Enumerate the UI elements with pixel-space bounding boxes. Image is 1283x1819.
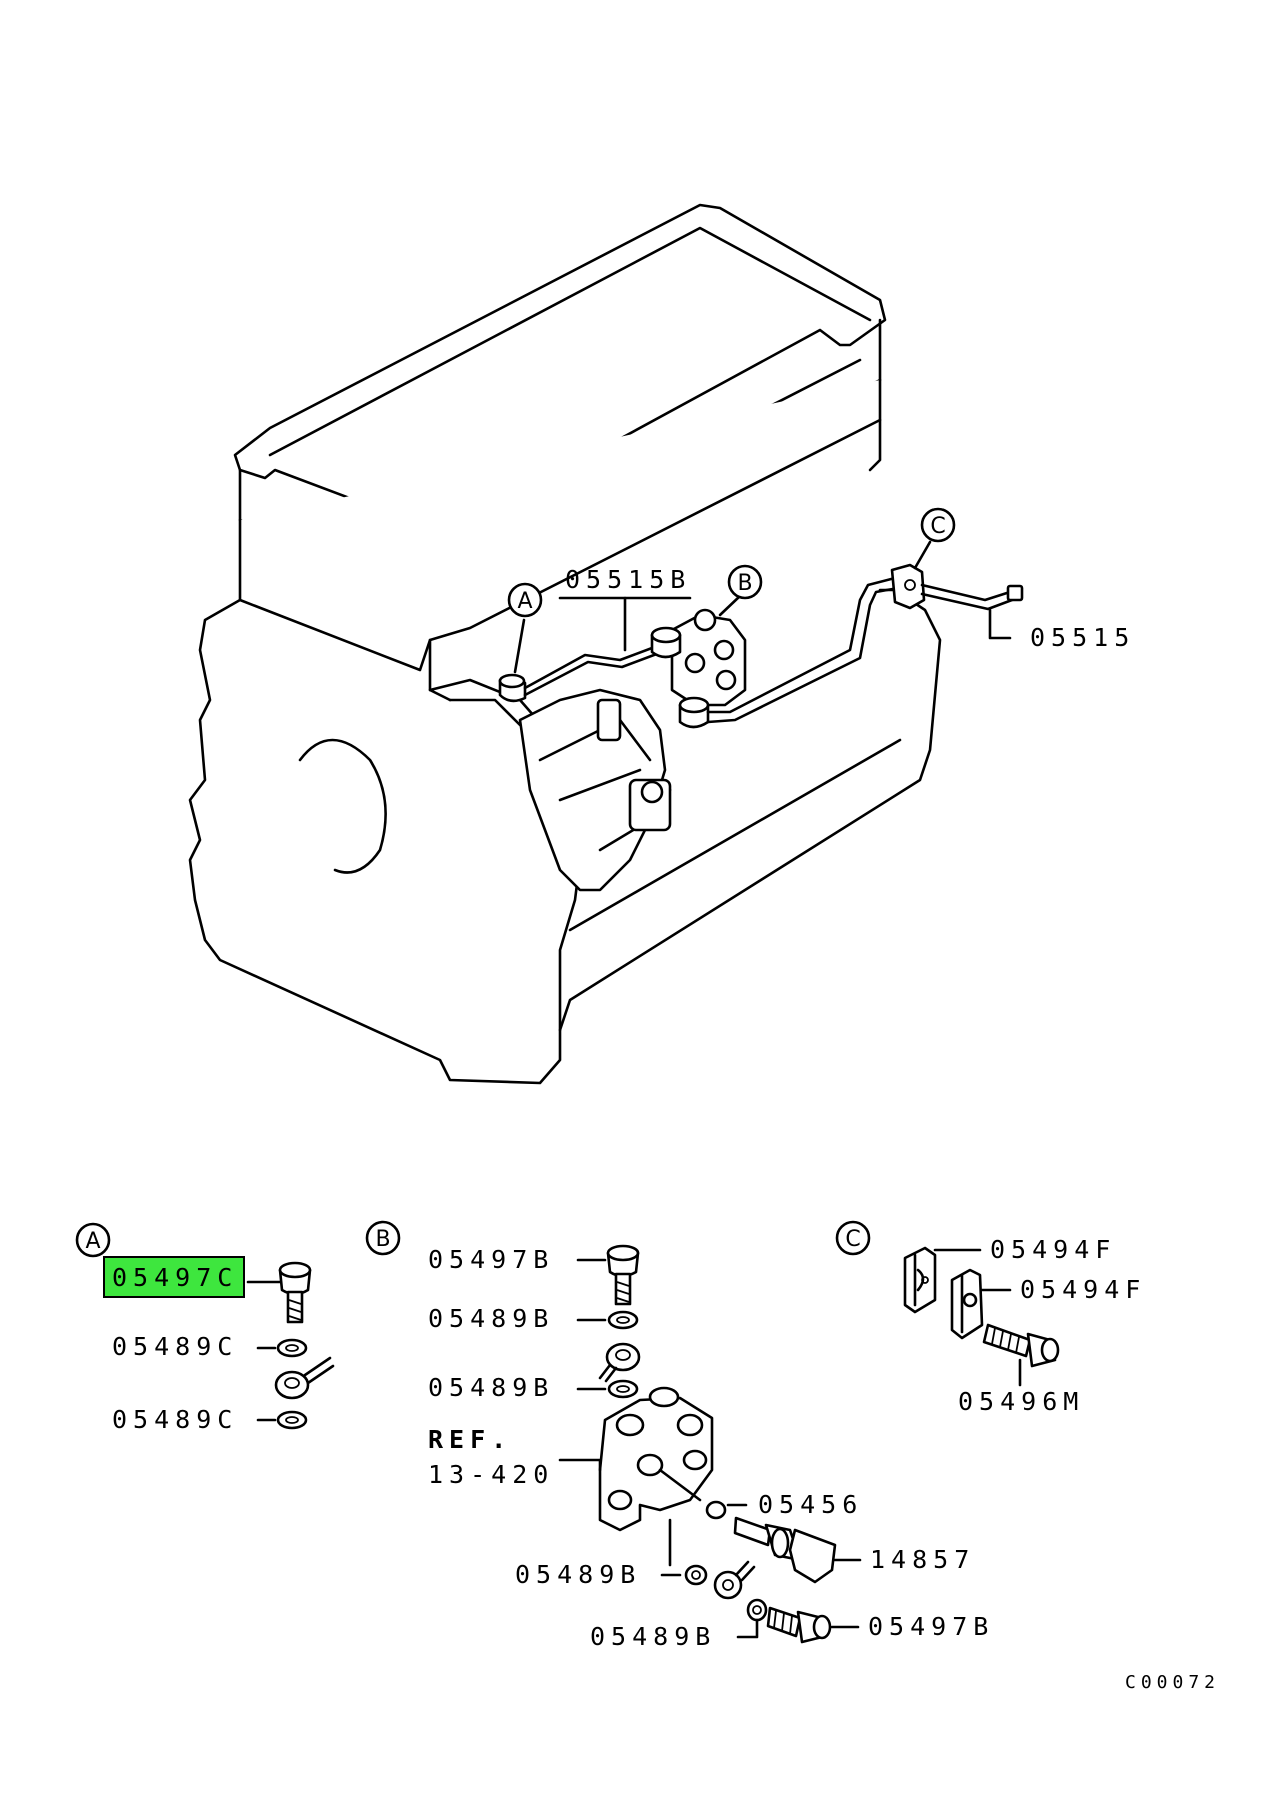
detail-a: A 05497C 05489C 05489C bbox=[75, 1222, 335, 1434]
figure-code: C00072 bbox=[1125, 1672, 1220, 1693]
ref-label: REF. bbox=[428, 1425, 512, 1454]
ref-number[interactable]: 13-420 bbox=[428, 1460, 554, 1489]
label-05497b-bottom[interactable]: 05497B bbox=[868, 1612, 994, 1641]
label-05489b-4[interactable]: 05489B bbox=[590, 1622, 716, 1651]
label-05489c-bottom[interactable]: 05489C bbox=[112, 1405, 238, 1434]
detail-c-callout: C bbox=[845, 1227, 860, 1252]
label-05489b-3[interactable]: 05489B bbox=[515, 1560, 641, 1589]
label-05515: 05515 bbox=[1030, 623, 1135, 652]
callout-c-label: C bbox=[930, 514, 945, 539]
callout-a-label: A bbox=[517, 589, 532, 614]
label-05497b-top[interactable]: 05497B bbox=[428, 1245, 554, 1274]
detail-a-callout: A bbox=[85, 1229, 100, 1254]
label-05494f-2[interactable]: 05494F bbox=[1020, 1275, 1146, 1304]
label-05497c[interactable]: 05497C bbox=[112, 1263, 238, 1292]
label-14857[interactable]: 14857 bbox=[870, 1545, 975, 1574]
detail-b-callout: B bbox=[375, 1227, 390, 1252]
label-05456[interactable]: 05456 bbox=[758, 1490, 863, 1519]
label-05489b-2[interactable]: 05489B bbox=[428, 1373, 554, 1402]
label-05489b-1[interactable]: 05489B bbox=[428, 1304, 554, 1333]
label-05494f-1[interactable]: 05494F bbox=[990, 1235, 1116, 1264]
label-05489c-top[interactable]: 05489C bbox=[112, 1332, 238, 1361]
callout-b-label: B bbox=[737, 571, 752, 596]
label-05496m[interactable]: 05496M bbox=[958, 1387, 1084, 1416]
detail-b: B 05497B 05489B 05489B REF. 13 bbox=[365, 1220, 994, 1651]
engine-illustration: A B 05515B C 05515 bbox=[188, 203, 1135, 1085]
label-05515b: 05515B bbox=[565, 565, 691, 594]
detail-c: C 05494F 05494F 05496M bbox=[835, 1220, 1146, 1416]
highlight-05497c bbox=[103, 1256, 245, 1298]
